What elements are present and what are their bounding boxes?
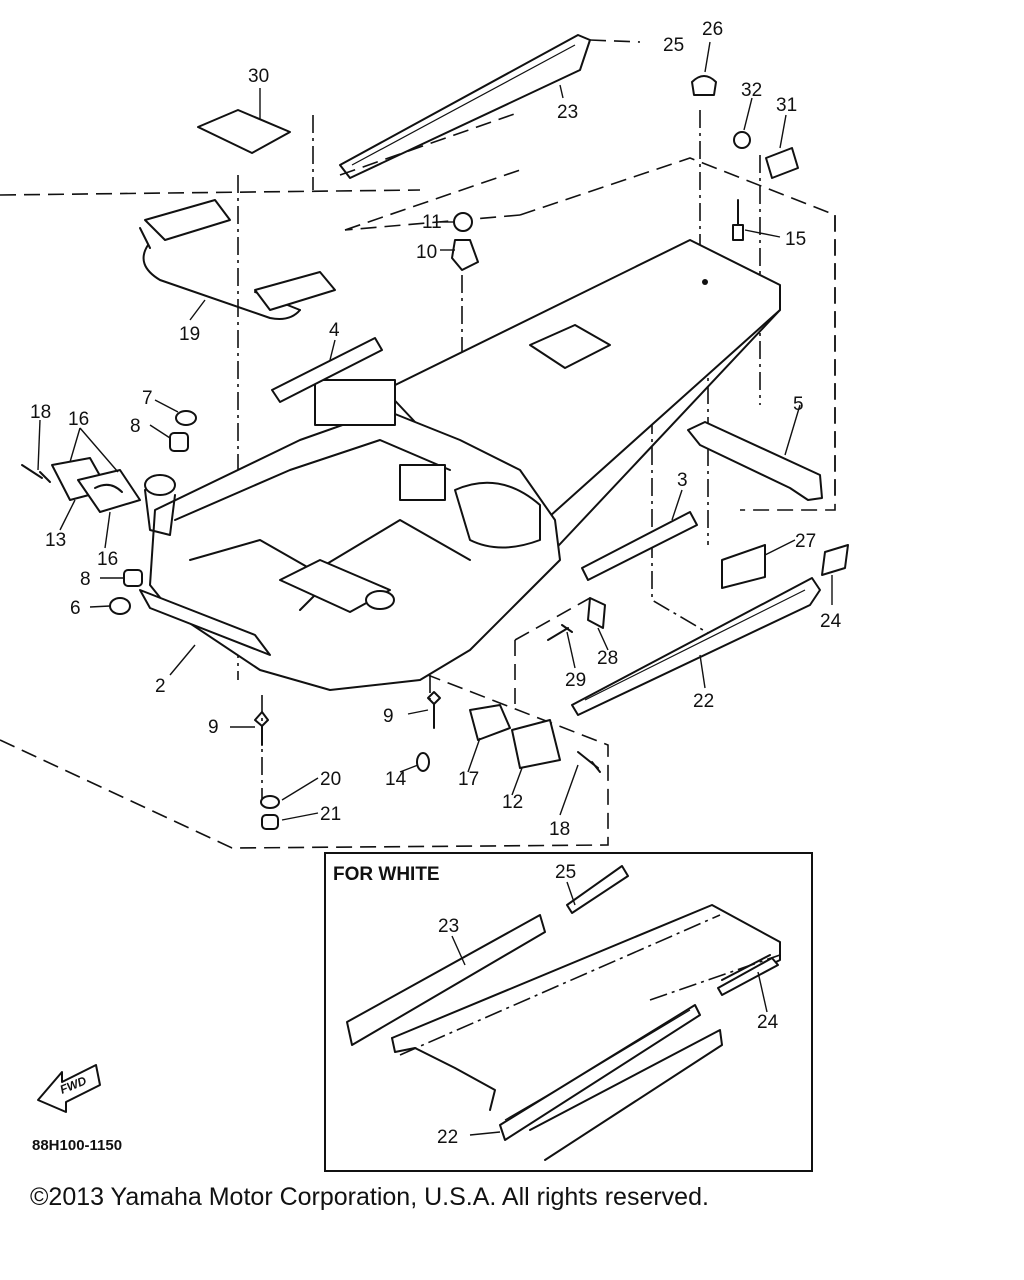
callout-14: 14 <box>385 769 407 790</box>
part-3-bracket <box>581 511 698 581</box>
fwd-arrow: FWD <box>37 1064 101 1113</box>
part-26-cap <box>691 75 717 96</box>
callout-9a: 9 <box>208 717 219 738</box>
callout-22: 22 <box>693 691 714 712</box>
callout-2: 2 <box>155 676 166 697</box>
part-4-bracket <box>271 337 383 403</box>
callout-10: 10 <box>416 242 437 263</box>
callout-20: 20 <box>320 769 341 790</box>
callout-28: 28 <box>597 648 618 669</box>
callout-8a: 8 <box>130 416 141 437</box>
callout-18a: 18 <box>30 402 51 423</box>
part-31-32-clip <box>733 131 799 179</box>
inset-callout-25: 25 <box>555 862 576 883</box>
part-14-washer <box>416 752 430 772</box>
part-18-bolt-right <box>577 751 601 773</box>
part-15-bolt <box>732 199 744 241</box>
callout-31: 31 <box>776 95 797 116</box>
part-20-21-bushings <box>260 795 280 830</box>
part-19-bumper <box>139 199 336 320</box>
part-18-bolt-left <box>21 464 51 483</box>
inset-for-white: FOR WHITE 25 23 24 22 <box>324 852 813 1172</box>
inset-callout-24: 24 <box>757 1012 779 1033</box>
part-2-crossbar <box>139 589 271 656</box>
callout-6: 6 <box>70 598 81 619</box>
callout-16a: 16 <box>68 409 89 430</box>
callout-4: 4 <box>329 320 340 341</box>
callout-18b: 18 <box>549 819 570 840</box>
callout-15: 15 <box>785 229 806 250</box>
callout-29: 29 <box>565 670 586 691</box>
copyright-notice: ©2013 Yamaha Motor Corporation, U.S.A. A… <box>30 1183 709 1211</box>
callout-32: 32 <box>741 80 762 101</box>
part-22-side-trim <box>571 577 821 716</box>
inset-callout-22: 22 <box>437 1127 458 1148</box>
callout-13: 13 <box>45 530 66 551</box>
part-23-side-trim <box>339 34 641 179</box>
part-5-bracket <box>687 421 823 501</box>
part-12-17-plates <box>469 704 561 769</box>
callout-3: 3 <box>677 470 688 491</box>
part-13-16-gaskets <box>51 457 141 513</box>
callout-25: 25 <box>663 35 684 56</box>
part-6-7-8-bushings <box>109 410 197 615</box>
diagram-code: 88H100-1150 <box>32 1137 122 1154</box>
leader-lines <box>37 41 833 821</box>
part-10-11-bracket <box>451 212 479 271</box>
callout-5: 5 <box>793 394 804 415</box>
callout-labels: 30 23 25 26 32 31 15 11 10 19 4 7 8 18 1… <box>30 19 842 840</box>
callout-23: 23 <box>557 102 578 123</box>
callout-17: 17 <box>458 769 479 790</box>
callout-11: 11 <box>422 212 442 233</box>
callout-24: 24 <box>820 611 842 632</box>
callout-26: 26 <box>702 19 723 40</box>
inset-title: FOR WHITE <box>333 864 440 885</box>
part-30-decal <box>197 109 291 154</box>
callout-12: 12 <box>502 792 523 813</box>
callout-30: 30 <box>248 66 269 87</box>
callout-21: 21 <box>320 804 341 825</box>
callout-16b: 16 <box>97 549 118 570</box>
part-24-end-cap <box>821 544 849 576</box>
part-28-29-clip <box>547 597 606 641</box>
callout-7: 7 <box>142 388 153 409</box>
callout-19: 19 <box>179 324 200 345</box>
part-27-label <box>721 544 766 589</box>
lower-chassis <box>144 379 561 691</box>
callout-27: 27 <box>795 531 816 552</box>
callout-8b: 8 <box>80 569 91 590</box>
part-9-bolts <box>254 691 441 746</box>
inset-callout-23: 23 <box>438 916 459 937</box>
callout-9b: 9 <box>383 706 394 727</box>
